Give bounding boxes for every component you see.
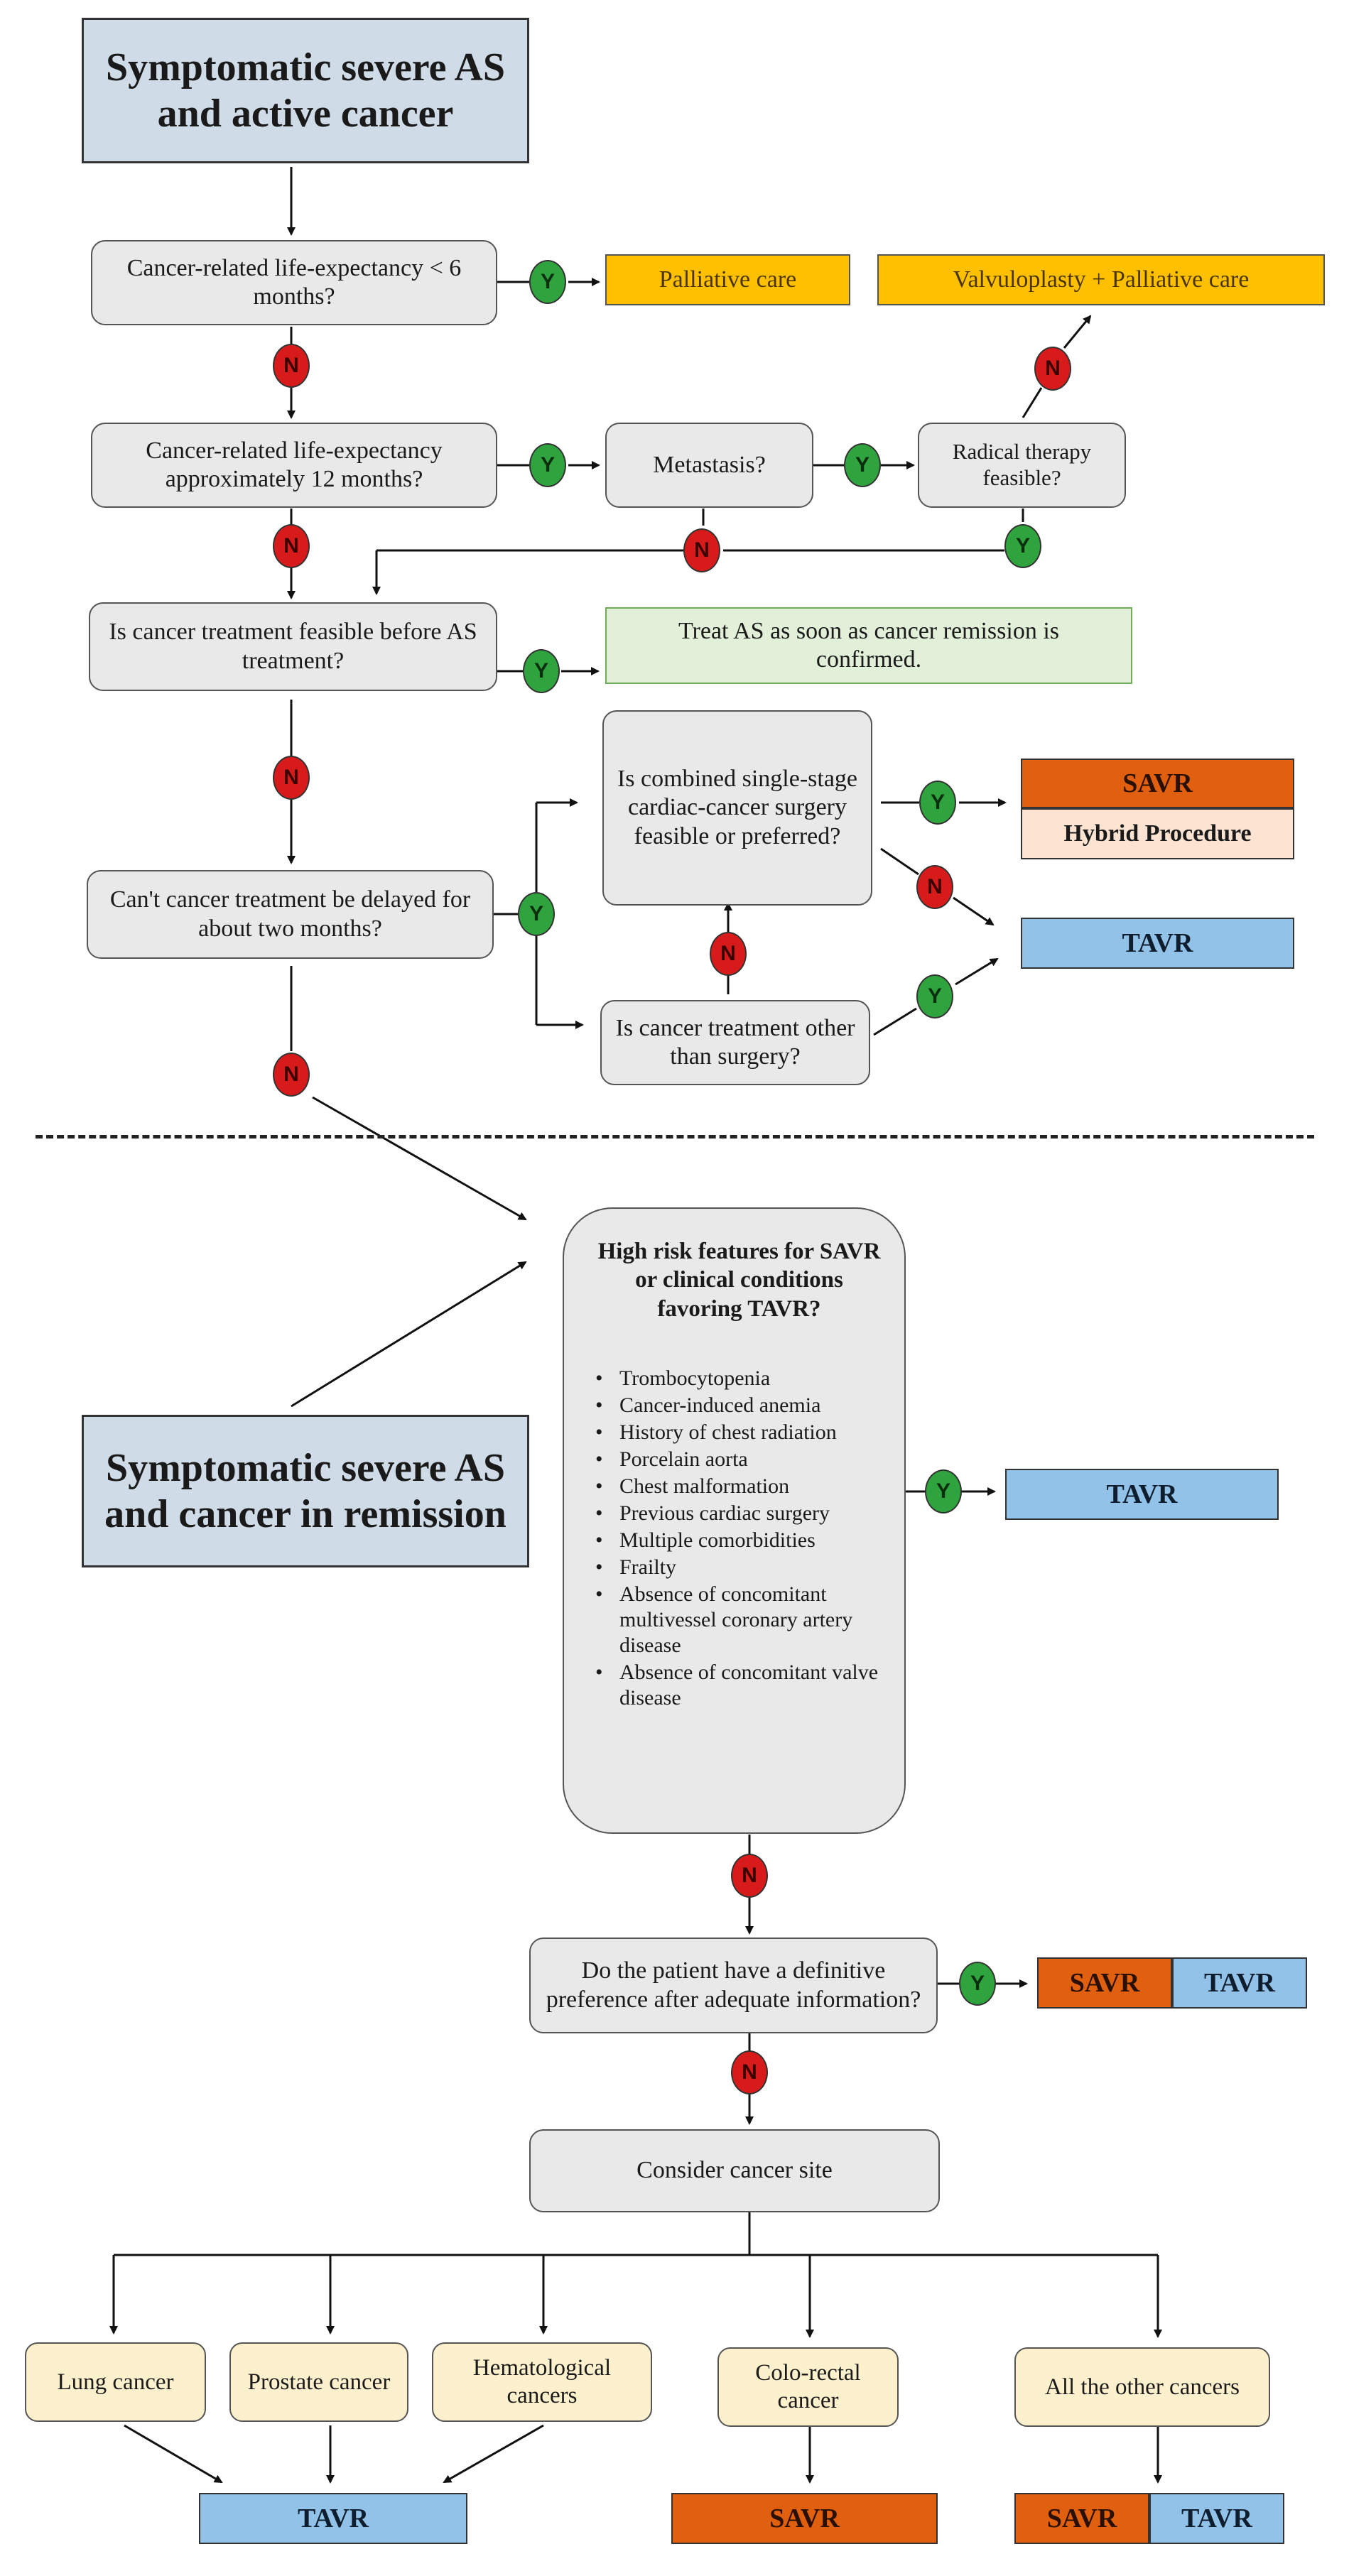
savr-box-active: SAVR [1021, 759, 1294, 808]
no-badge: N [273, 524, 310, 568]
tavr-box-active: TAVR [1021, 918, 1294, 969]
section-divider [36, 1135, 1314, 1138]
yes-badge: Y [529, 443, 566, 487]
site-colorectal-cancer: Colo-rectal cancer [717, 2347, 899, 2427]
tavr-box-high-risk: TAVR [1005, 1469, 1279, 1520]
savr-box-preference: SAVR [1037, 1957, 1172, 2009]
yes-badge: Y [959, 1962, 996, 2006]
tavr-box-bottom: TAVR [199, 2493, 467, 2544]
list-item: Porcelain aorta [595, 1447, 883, 1472]
connector [1022, 387, 1043, 418]
savr-box-bottom: SAVR [671, 2493, 938, 2544]
connector [1063, 315, 1092, 349]
site-hematological-cancers: Hematological cancers [432, 2342, 652, 2422]
no-badge: N [710, 932, 747, 976]
no-badge: N [273, 344, 310, 388]
yes-badge: Y [518, 892, 555, 936]
palliative-care-box: Palliative care [605, 254, 850, 305]
q-consider-cancer-site: Consider cancer site [529, 2129, 940, 2212]
q-delay-cancer-treatment: Can't cancer treatment be delayed for ab… [87, 870, 494, 959]
list-item: History of chest radiation [595, 1420, 883, 1445]
no-badge: N [273, 756, 310, 800]
connector [873, 1007, 917, 1036]
list-item: Trombocytopenia [595, 1366, 883, 1391]
q-patient-preference: Do the patient have a definitive prefere… [529, 1938, 938, 2033]
no-badge: N [683, 528, 720, 572]
yes-badge: Y [1004, 524, 1041, 568]
list-item: Previous cardiac surgery [595, 1501, 883, 1526]
site-lung-cancer: Lung cancer [25, 2342, 206, 2422]
high-risk-title: High risk features for SAVR or clinical … [597, 1239, 881, 1322]
list-item: Multiple comorbidities [595, 1528, 883, 1553]
connector [443, 2424, 544, 2484]
q-radical-therapy: Radical therapy feasible? [918, 423, 1126, 508]
savr-box-other: SAVR [1014, 2493, 1149, 2544]
connector [124, 2424, 223, 2484]
no-badge: N [1034, 347, 1071, 391]
yes-badge: Y [529, 260, 566, 304]
list-item: Frailty [595, 1555, 883, 1580]
q-life-expectancy-6-months: Cancer-related life-expectancy < 6 month… [91, 240, 497, 325]
tavr-box-preference: TAVR [1172, 1957, 1307, 2009]
yes-badge: Y [523, 649, 560, 693]
no-badge: N [731, 1854, 768, 1898]
yes-badge: Y [844, 443, 881, 487]
q-combined-surgery: Is combined single-stage cardiac-cancer … [602, 710, 872, 906]
connector [880, 847, 919, 876]
list-item: Absence of concomitant valve disease [595, 1660, 883, 1711]
list-item: Absence of concomitant multivessel coron… [595, 1582, 883, 1658]
connector [312, 1096, 527, 1221]
high-risk-features-box: High risk features for SAVR or clinical … [563, 1207, 906, 1834]
no-badge: N [916, 865, 953, 909]
yes-badge: Y [925, 1469, 962, 1513]
list-item: Chest malformation [595, 1474, 883, 1499]
no-badge: N [273, 1053, 310, 1097]
valvuloplasty-box: Valvuloplasty + Palliative care [877, 254, 1325, 305]
site-prostate-cancer: Prostate cancer [229, 2342, 408, 2422]
yes-badge: Y [919, 781, 956, 825]
active-cancer-title: Symptomatic severe AS and active cancer [82, 18, 529, 163]
high-risk-list: Trombocytopenia Cancer-induced anemia Hi… [595, 1366, 883, 1711]
treat-as-box: Treat AS as soon as cancer remission is … [605, 607, 1132, 684]
q-life-expectancy-12-months: Cancer-related life-expectancy approxima… [91, 423, 497, 508]
list-item: Cancer-induced anemia [595, 1393, 883, 1418]
connector [955, 957, 999, 986]
site-all-other-cancers: All the other cancers [1014, 2347, 1270, 2427]
q-cancer-treatment-before-as: Is cancer treatment feasible before AS t… [89, 602, 497, 691]
connector [953, 896, 995, 926]
hybrid-procedure-box: Hybrid Procedure [1021, 808, 1294, 859]
connector [291, 1261, 527, 1408]
q-treatment-other-than-surgery: Is cancer treatment other than surgery? [600, 1000, 870, 1085]
q-metastasis: Metastasis? [605, 423, 813, 508]
yes-badge: Y [916, 974, 953, 1018]
tavr-box-other: TAVR [1149, 2493, 1284, 2544]
no-badge: N [731, 2050, 768, 2094]
remission-title: Symptomatic severe AS and cancer in remi… [82, 1415, 529, 1567]
